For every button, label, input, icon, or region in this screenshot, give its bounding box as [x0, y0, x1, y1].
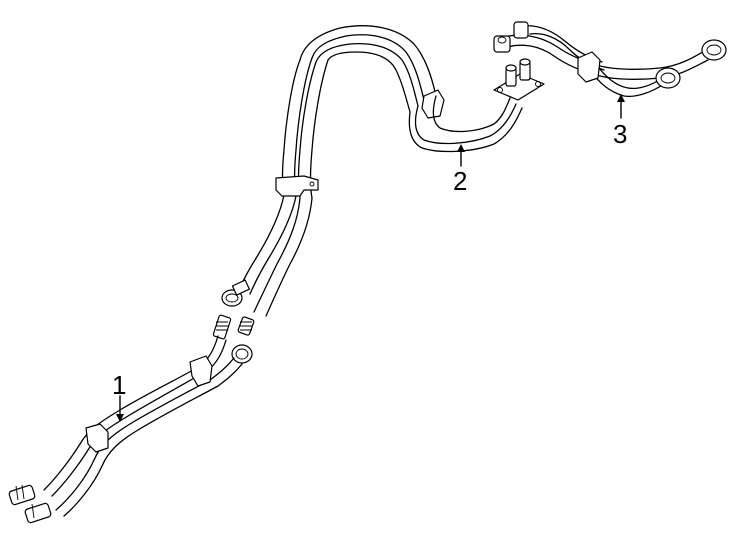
lower-clamp-end — [85, 423, 109, 453]
end-connector-upper — [8, 484, 36, 506]
fitting-right-lower — [655, 67, 681, 89]
lower-fitting-right — [231, 344, 253, 364]
loop-bracket — [421, 89, 445, 119]
lower-clamp-mid — [189, 355, 213, 387]
callout-label-1: 1 — [112, 370, 126, 400]
flange-plate — [493, 58, 545, 101]
callout-label-3: 3 — [613, 119, 627, 149]
upper-fitting-left — [221, 279, 250, 307]
mid-bracket — [275, 175, 319, 197]
fitting-top-mid — [513, 21, 529, 39]
lower-fitting-left — [212, 314, 232, 340]
callout-label-2: 2 — [453, 166, 467, 196]
callout-3: 3 — [613, 94, 627, 149]
fitting-top-left — [493, 35, 511, 53]
line3-clamp — [577, 51, 601, 83]
cooler-line-assembly-1 — [8, 57, 329, 524]
end-connector-lower — [24, 502, 52, 524]
fitting-right-upper — [701, 39, 727, 61]
cooler-line-assembly-2 — [299, 25, 545, 153]
callout-1: 1 — [112, 370, 126, 422]
cooler-line-assembly-3 — [493, 21, 727, 98]
callout-2: 2 — [453, 144, 467, 196]
upper-fitting-right — [237, 316, 255, 336]
